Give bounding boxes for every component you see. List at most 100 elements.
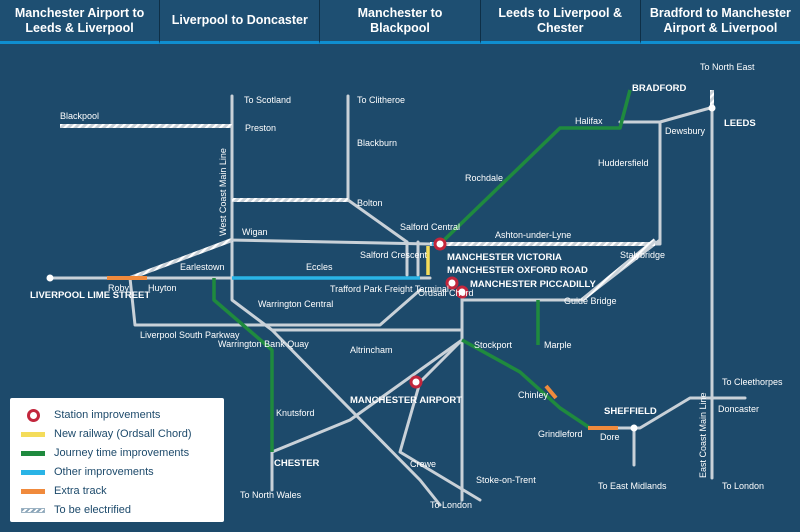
label-ashton-under-lyne: Ashton-under-Lyne <box>495 230 571 240</box>
victoria-ring <box>433 237 447 251</box>
label-liverpool-lime-street: LIVERPOOL LIME STREET <box>30 290 150 301</box>
legend-extra-track: Extra track <box>20 484 107 498</box>
label-roby: Roby <box>108 283 130 293</box>
label-stockport: Stockport <box>474 340 513 350</box>
label-trafford-park: Trafford Park Freight Terminal <box>330 284 449 294</box>
label-bolton: Bolton <box>357 198 383 208</box>
tab-label: Manchester Airport to Leeds & Liverpool <box>14 5 145 35</box>
legend-label: Other improvements <box>54 466 154 478</box>
label-leeds: LEEDS <box>724 118 756 129</box>
tab-manchester-blackpool[interactable]: Manchester to Blackpool <box>320 0 481 44</box>
label-west-coast-main-line: West Coast Main Line <box>218 148 228 236</box>
label-grindleford: Grindleford <box>538 429 583 439</box>
label-manchester-airport: MANCHESTER AIRPORT <box>350 395 462 406</box>
tab-label: Liverpool to Doncaster <box>171 13 308 27</box>
label-marple: Marple <box>544 340 572 350</box>
orange-line-icon <box>21 488 45 494</box>
earlestown-chester-green <box>212 278 274 452</box>
green-line-icon <box>21 450 45 456</box>
journey-time-improvements <box>212 89 632 452</box>
label-wigan: Wigan <box>242 227 268 237</box>
oxford-road-ring <box>445 276 459 290</box>
route-tabs: Manchester Airport to Leeds & Liverpool … <box>0 0 800 44</box>
label-halifax: Halifax <box>575 116 603 126</box>
label-earlestown: Earlestown <box>180 262 225 272</box>
station-improvement-markers <box>409 237 469 389</box>
station-labels: LIVERPOOL LIME STREET Roby Huyton Liverp… <box>30 62 783 510</box>
chinley-orange <box>544 384 558 400</box>
label-manchester-piccadilly: MANCHESTER PICCADILLY <box>470 279 596 290</box>
label-chinley: Chinley <box>518 390 549 400</box>
calder-valley-green <box>438 89 632 246</box>
label-chester: CHESTER <box>274 458 320 469</box>
label-to-east-midlands: To East Midlands <box>598 481 667 491</box>
tab-airport-leeds-liverpool[interactable]: Manchester Airport to Leeds & Liverpool <box>0 0 161 44</box>
terminal-dots <box>46 104 716 432</box>
label-doncaster: Doncaster <box>718 404 759 414</box>
hatched-line-icon <box>21 507 45 513</box>
label-manchester-victoria: MANCHESTER VICTORIA <box>447 252 562 263</box>
altrincham-line <box>270 338 464 454</box>
label-eccles: Eccles <box>306 262 333 272</box>
label-salford-crescent: Salford Crescent <box>360 250 428 260</box>
legend-label: Station improvements <box>54 409 161 421</box>
yellow-line-icon <box>21 431 45 437</box>
legend-label: New railway (Ordsall Chord) <box>54 428 192 440</box>
label-dewsbury: Dewsbury <box>665 126 706 136</box>
label-warrington-central: Warrington Central <box>258 299 333 309</box>
map-legend: Station improvements New railway (Ordsal… <box>10 398 224 522</box>
rail-network-map: LIVERPOOL LIME STREET Roby Huyton Liverp… <box>30 62 783 510</box>
label-huyton: Huyton <box>148 283 177 293</box>
legend-new-railway: New railway (Ordsall Chord) <box>20 427 192 441</box>
label-guide-bridge: Guide Bridge <box>564 296 617 306</box>
tab-liverpool-doncaster[interactable]: Liverpool to Doncaster <box>160 0 321 44</box>
label-to-london-west: To London <box>430 500 472 510</box>
label-bradford: BRADFORD <box>632 83 686 94</box>
label-crewe: Crewe <box>410 459 436 469</box>
label-to-london-east: To London <box>722 481 764 491</box>
label-preston: Preston <box>245 123 276 133</box>
label-blackburn: Blackburn <box>357 138 397 148</box>
label-altrincham: Altrincham <box>350 345 393 355</box>
guide-hatched <box>580 238 657 302</box>
label-to-cleethorpes: To Cleethorpes <box>722 377 783 387</box>
label-salford-central: Salford Central <box>400 222 460 232</box>
parkway-line <box>128 276 422 327</box>
piccadilly-ring <box>455 285 469 299</box>
airport-line <box>398 338 482 502</box>
tab-bradford-airport-liverpool[interactable]: Bradford to Manchester Airport & Liverpo… <box>640 0 800 44</box>
legend-station-improvements: Station improvements <box>20 408 160 422</box>
huyton-wigan-hatched <box>129 238 233 280</box>
label-to-clitheroe: To Clitheroe <box>357 95 405 105</box>
tab-label: Bradford to Manchester Airport & Liverpo… <box>649 5 791 35</box>
blue-line-icon <box>21 469 45 475</box>
legend-label: Journey time improvements <box>54 447 190 459</box>
label-to-north-wales: To North Wales <box>240 490 302 500</box>
label-rochdale: Rochdale <box>465 173 503 183</box>
label-knutsford: Knutsford <box>276 408 315 418</box>
clitheroe-line <box>346 94 409 244</box>
legend-label: To be electrified <box>54 504 132 516</box>
crewe-line <box>270 328 442 507</box>
tab-leeds-liverpool-chester[interactable]: Leeds to Liverpool & Chester <box>480 0 641 44</box>
legend-to-be-electrified: To be electrified <box>20 503 131 517</box>
tab-label: Manchester to Blackpool <box>357 5 443 35</box>
label-sheffield: SHEFFIELD <box>604 406 657 417</box>
label-manchester-oxford-road: MANCHESTER OXFORD ROAD <box>447 265 588 276</box>
label-stalybridge: Stalybridge <box>620 250 665 260</box>
label-huddersfield: Huddersfield <box>598 158 649 168</box>
label-east-coast-main-line: East Coast Main Line <box>698 392 708 478</box>
legend-journey-time: Journey time improvements <box>20 446 189 460</box>
airport-ring <box>409 375 423 389</box>
legend-other-improvements: Other improvements <box>20 465 154 479</box>
label-to-north-east: To North East <box>700 62 755 72</box>
label-stoke-on-trent: Stoke-on-Trent <box>476 475 536 485</box>
station-ring-icon <box>26 408 40 422</box>
tab-label: Leeds to Liverpool & Chester <box>498 5 623 35</box>
label-warrington-bank-quay: Warrington Bank Quay <box>218 339 309 349</box>
label-ordsall-chord: Ordsall Chord <box>418 288 474 298</box>
label-blackpool: Blackpool <box>60 111 99 121</box>
legend-label: Extra track <box>54 485 107 497</box>
extra-track <box>107 276 618 430</box>
